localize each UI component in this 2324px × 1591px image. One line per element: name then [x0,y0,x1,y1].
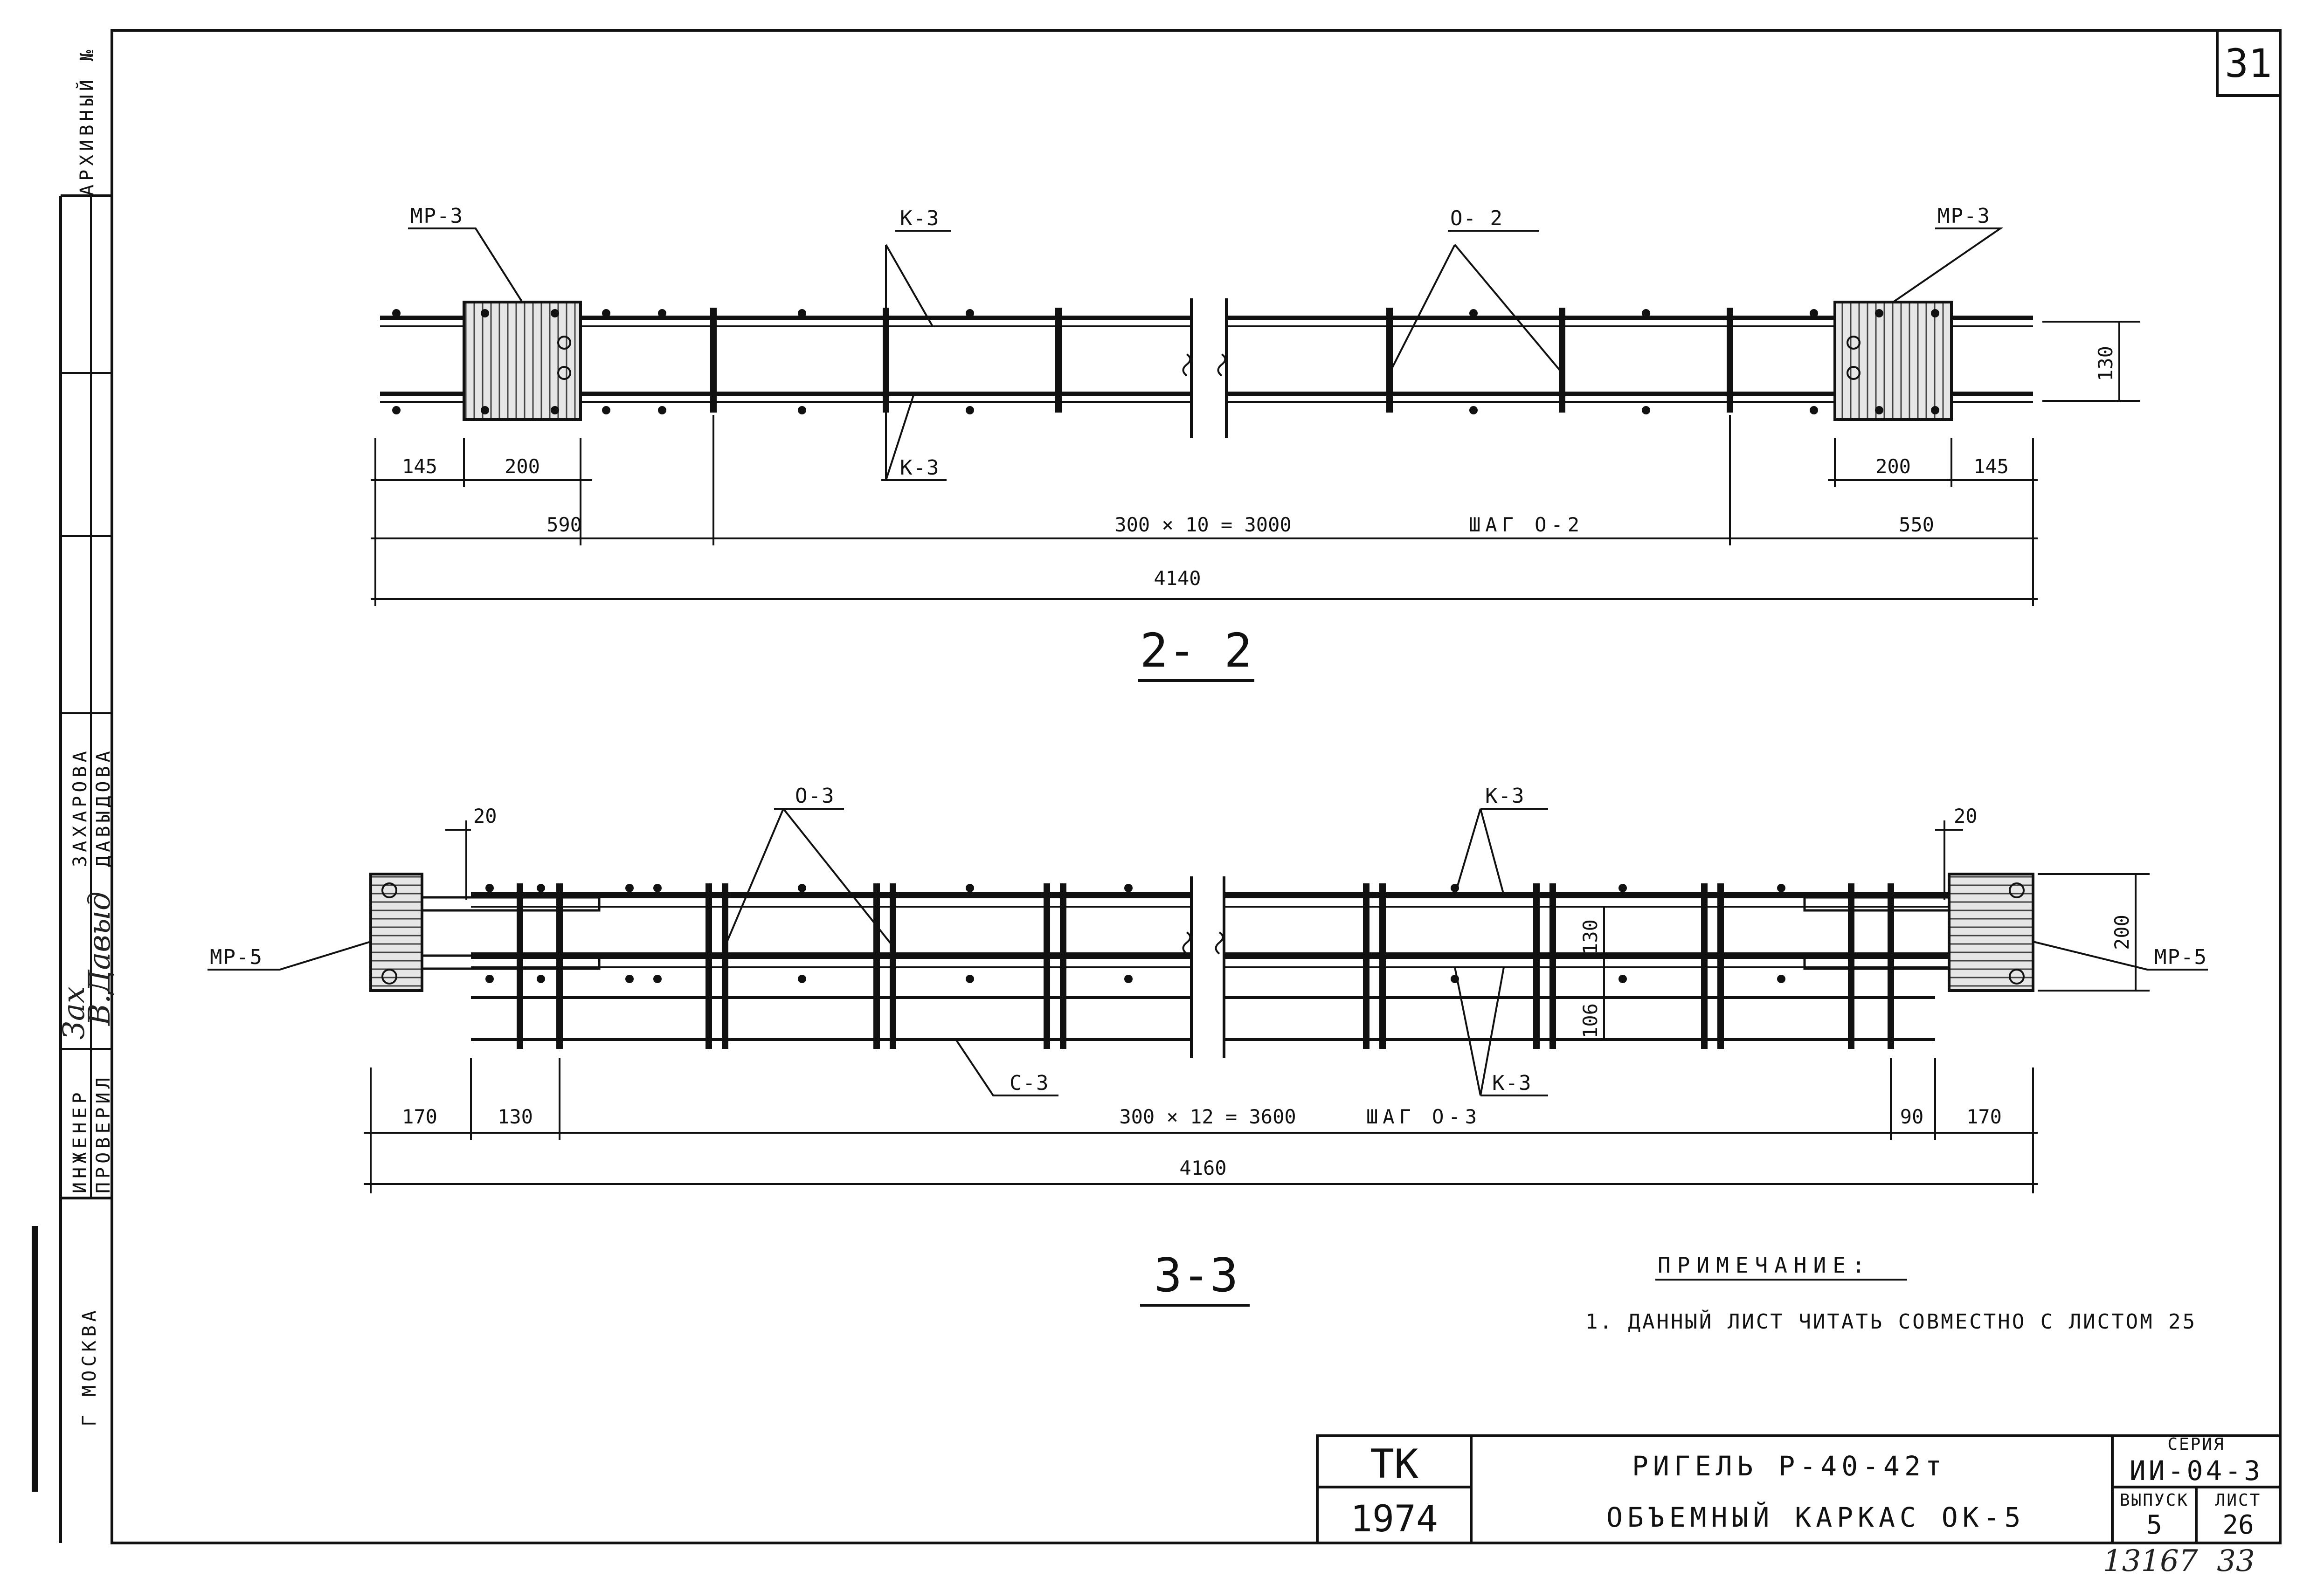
dim-170-right: 170 [1966,1105,2002,1128]
sheet-number: 31 [2225,41,2272,86]
label-k3-bottom-3-3: К-3 [1492,1071,1532,1095]
label-o2: О- 2 [1450,207,1503,230]
label-mp3-left: МР-3 [410,204,463,228]
designer-name: ЗАХАРОВА [69,747,91,867]
label-mp3-right: МР-3 [1937,204,1991,228]
leaders-2-2 [408,227,2004,481]
dim-height-106: 106 [1579,1003,1602,1039]
weld-dots-2-2 [392,309,1939,414]
designer-signature: Зах [57,986,91,1040]
longitudinal-bars-top [380,316,2033,403]
label-mp5-left: МР-5 [210,945,263,969]
note-text: 1. ДАННЫЙ ЛИСТ ЧИТАТЬ СОВМЕСТНО С ЛИСТОМ… [1585,1309,2197,1334]
checker-name: ДАВЫДОВА [93,747,114,867]
label-c3: С-3 [1010,1071,1049,1095]
dimensions-2-2 [371,321,2140,606]
title-block [1316,1434,2282,1544]
dim-200-right: 200 [1875,455,1911,478]
dim-height-130: 130 [2094,346,2117,381]
title-block-year: 1974 [1350,1498,1438,1540]
dimensions-3-3 [364,820,2150,1193]
dim-145-right: 145 [1973,455,2009,478]
sheet-label: ЛИСТ [2215,1491,2262,1510]
label-k3-top-3-3: К-3 [1485,784,1525,808]
break-mark-2-2 [1182,298,1228,438]
dim-590: 590 [546,513,582,536]
note-heading: ПРИМЕЧАНИЕ: [1658,1253,1872,1278]
section-3-3-drawing [208,808,2208,1307]
section-2-2-drawing [371,227,2140,682]
dim-130: 130 [498,1105,533,1128]
series-value: ИИ-04-3 [2130,1455,2263,1487]
series-label: СЕРИЯ [2167,1435,2225,1454]
dim-170-left: 170 [402,1105,437,1128]
dim-20-right: 20 [1954,805,1978,827]
dim-20-left: 20 [473,805,497,827]
issue-label: ВЫПУСК [2120,1491,2189,1510]
role-engineer: ИНЖЕНЕР [69,1088,91,1193]
dim-height-200: 200 [2110,915,2133,950]
city-label: Г МОСКВА [79,1307,100,1426]
archive-number-label: АРХИВНЫЙ № [76,46,98,196]
section-title-3-3: 3-3 [1154,1248,1238,1302]
section-title-2-2: 2- 2 [1140,623,1252,678]
footer-numbers: 13167 33 [2103,1544,2255,1578]
side-stamp [32,30,113,1543]
step-o2: ШАГ О-2 [1469,513,1584,536]
dim-total-4160: 4160 [1179,1157,1226,1179]
label-k3-bottom: К-3 [900,456,940,480]
plate-mp3-left [463,301,582,421]
stirrups-o3 [517,883,1894,1049]
checker-signature: В.Давыд [83,892,117,1026]
role-checked: ПРОВЕРИЛ [93,1074,114,1193]
sheet-value: 26 [2222,1510,2254,1540]
dim-90: 90 [1900,1105,1924,1128]
label-k3-top: К-3 [900,207,940,230]
dim-200-left: 200 [505,455,540,478]
dim-145-left: 145 [402,455,437,478]
title-line-1: РИГЕЛЬ Р-40-42т [1632,1450,1946,1482]
plate-mp3-right [1833,301,1953,421]
issue-value: 5 [2146,1510,2162,1540]
title-block-org: ТК [1370,1441,1418,1488]
step-o3: ШАГ О-3 [1366,1105,1481,1128]
dim-550: 550 [1899,513,1934,536]
dim-height-130-3-3: 130 [1579,919,1602,955]
title-line-2: ОБЪЕМНЫЙ КАРКАС ОК-5 [1606,1501,2025,1533]
dim-span-2-2: 300 × 10 = 3000 [1114,513,1291,536]
dim-span-3-3: 300 × 12 = 3600 [1119,1105,1296,1128]
label-o3: О-3 [795,784,835,808]
dim-total-4140: 4140 [1154,567,1201,590]
leaders-3-3 [208,808,2208,1096]
stirrups-o2 [710,308,1733,413]
label-mp5-right: МР-5 [2154,945,2207,969]
plate-mp5-right [1948,873,2034,992]
longitudinal-bars-3-3 [421,892,1950,1041]
break-mark-3-3 [1182,876,1225,1058]
